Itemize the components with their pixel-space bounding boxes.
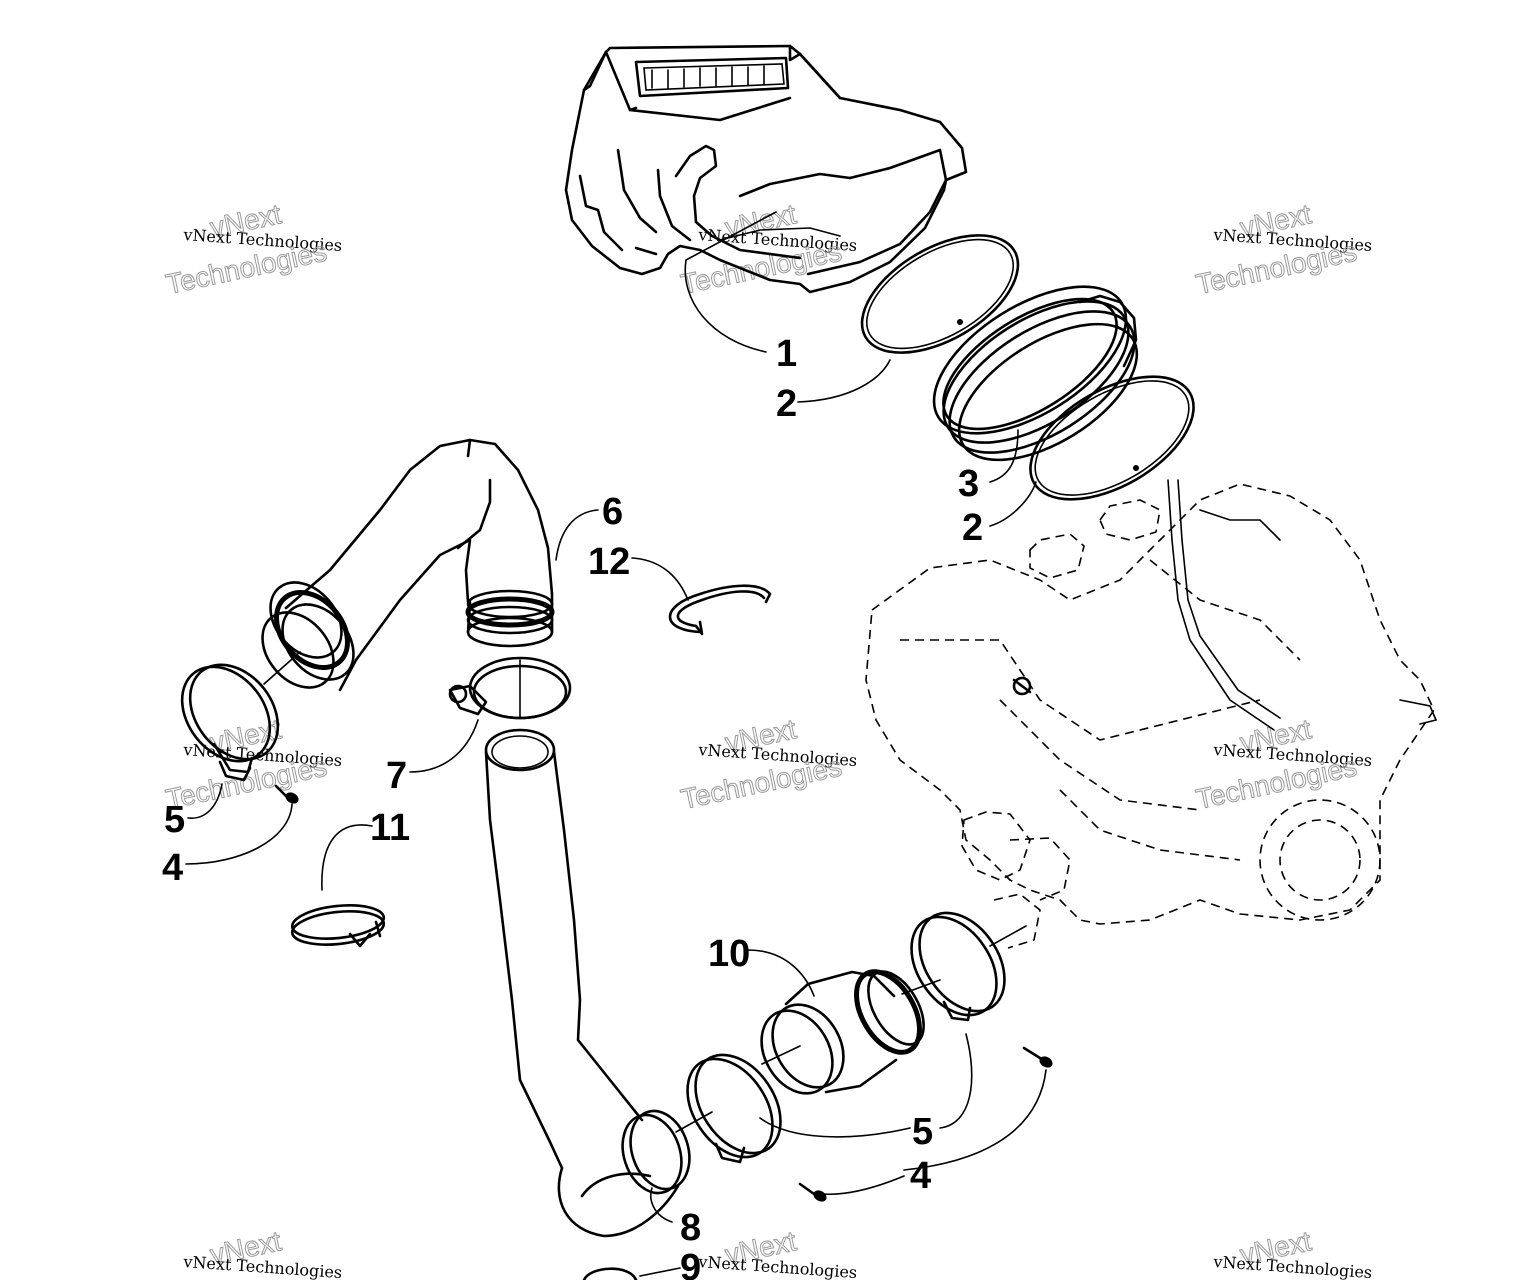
part-7-hose-clamp <box>448 656 572 720</box>
callout-5-right: 5 <box>912 1111 933 1153</box>
part-2-seal-ring-lower <box>1029 375 1195 501</box>
part-11-band-clamp <box>290 904 386 948</box>
callout-7: 7 <box>386 755 407 797</box>
part-4-screw-left <box>274 784 299 804</box>
callout-4-left: 4 <box>162 847 183 889</box>
part-4-screw-bottom <box>798 1182 827 1202</box>
callout-2-upper: 2 <box>776 383 797 425</box>
part-5-clamp-left <box>180 663 280 782</box>
part-3-adapter-boot <box>932 285 1139 462</box>
callout-11: 11 <box>370 807 410 849</box>
part-5-clamp-bottom <box>686 1053 782 1164</box>
part-8-elbow <box>557 1109 691 1238</box>
engine-reference <box>865 479 1438 949</box>
watermark-group: vNext vNext Technologies Technologies vN… <box>163 198 1373 1280</box>
part-1-intake-silencer <box>564 44 968 294</box>
part-5-clamp-right <box>910 911 1006 1022</box>
part-4-screw-right <box>1022 1046 1053 1068</box>
callout-6: 6 <box>602 491 623 533</box>
callout-8: 8 <box>680 1207 701 1249</box>
part-9-ring <box>582 1267 638 1280</box>
callout-10: 10 <box>708 933 750 975</box>
ring-joint-marker <box>1133 465 1139 471</box>
long-duct <box>484 728 644 1170</box>
callout-4-right: 4 <box>910 1155 931 1197</box>
part-12-clip <box>668 584 772 636</box>
callout-1: 1 <box>776 333 797 375</box>
part-2-seal-ring-upper <box>860 234 1020 354</box>
leader-lines <box>185 211 1047 1277</box>
part-6-intake-duct <box>261 438 555 692</box>
ring-joint-marker <box>957 319 963 325</box>
callout-5-left: 5 <box>164 799 185 841</box>
callout-2-lower: 2 <box>962 507 983 549</box>
callout-9: 9 <box>680 1247 701 1280</box>
part-10-connector-boot <box>760 969 925 1095</box>
callout-labels: 1 2 3 2 6 12 7 5 4 11 10 5 4 8 9 <box>162 333 983 1280</box>
callout-3: 3 <box>958 463 979 505</box>
callout-12: 12 <box>588 541 630 583</box>
